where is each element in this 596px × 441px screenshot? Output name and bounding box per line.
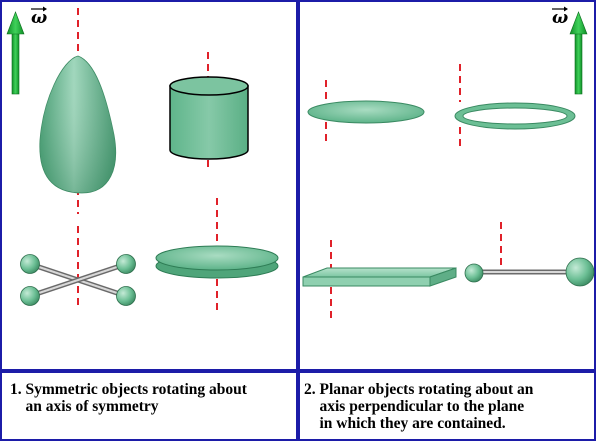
angular-velocity-arrow-left: [6, 11, 25, 95]
omega-label-right: ω: [552, 8, 569, 28]
angular-velocity-arrow-right: [569, 11, 588, 95]
omega-label-left: ω: [31, 8, 48, 28]
caption-symmetric: 1. Symmetric objects rotating about an a…: [10, 381, 247, 415]
panel-planar: [298, 0, 596, 371]
dumbbell-object: [464, 222, 595, 287]
ring-object: [454, 64, 576, 146]
caption-line: 1. Symmetric objects rotating about: [10, 381, 247, 398]
panel-symmetric: [0, 0, 298, 371]
crossed-dumbbells-object: [20, 254, 136, 306]
cylinder-object: [169, 76, 249, 160]
caption-line: 2. Planar objects rotating about an: [304, 381, 534, 398]
omega-vector-symbol-right: [552, 6, 568, 12]
caption-panel-planar: [298, 371, 596, 441]
caption-line: axis perpendicular to the plane: [304, 398, 525, 415]
thick-disk-object: [155, 198, 279, 314]
caption-line: an axis of symmetry: [10, 398, 159, 415]
omega-vector-symbol-left: [31, 6, 47, 12]
caption-planar: 2. Planar objects rotating about an axis…: [304, 381, 533, 432]
caption-panel-symmetric: [0, 371, 298, 441]
rectangular-slab-object: [302, 240, 457, 318]
caption-line: in which they are contained.: [304, 415, 506, 432]
flat-plate-object: [307, 80, 425, 146]
